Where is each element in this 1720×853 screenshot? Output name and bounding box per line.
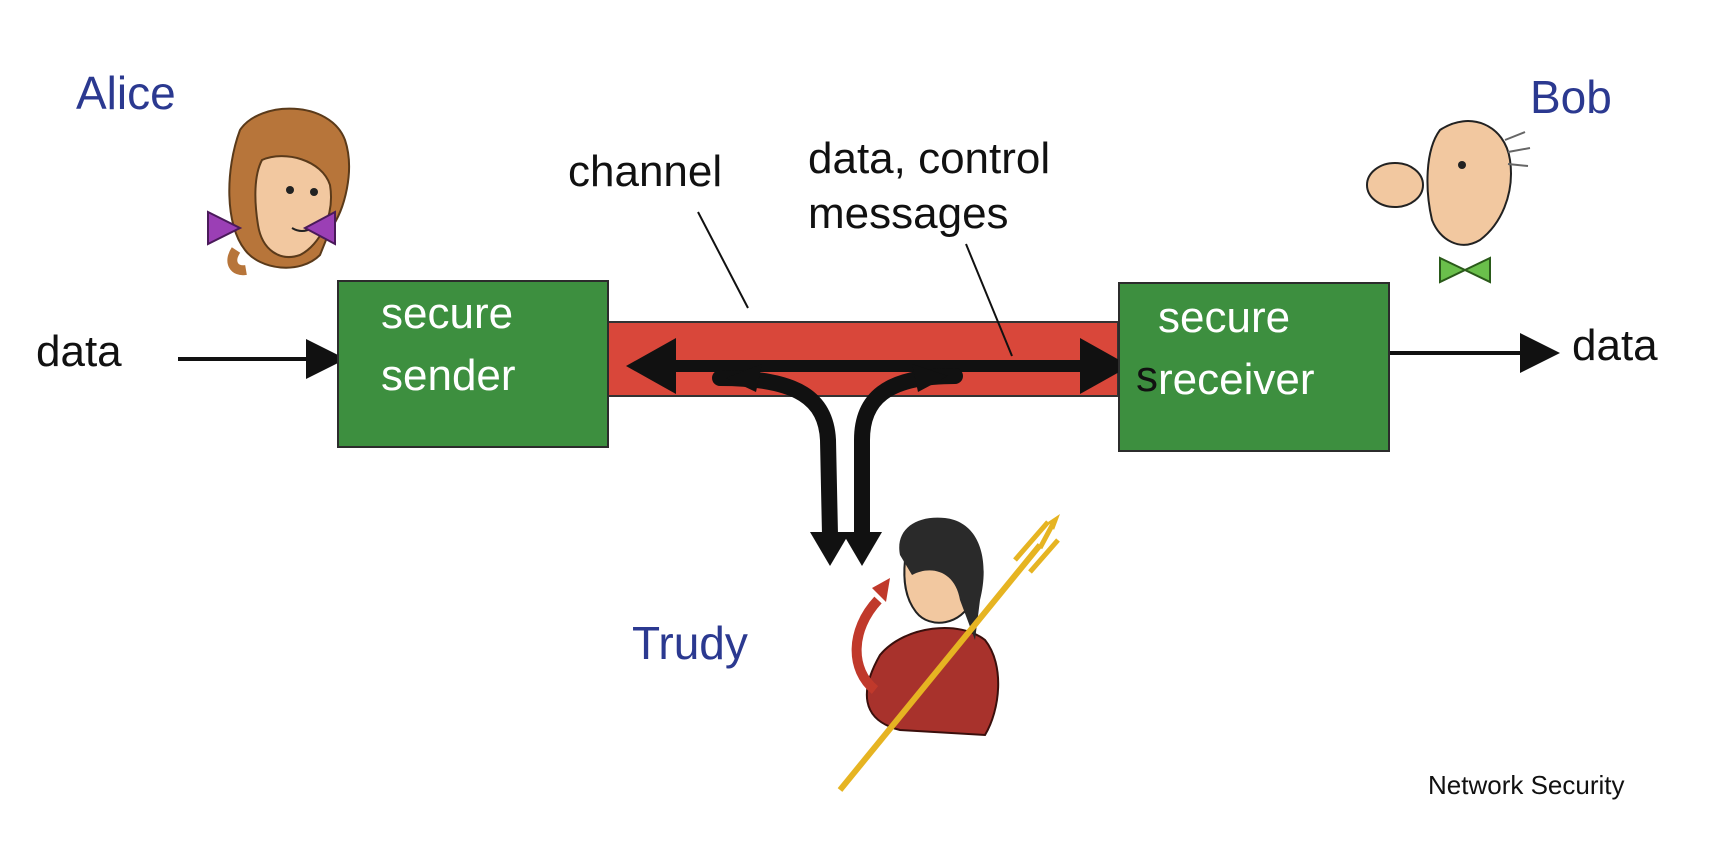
data-in-label: data bbox=[36, 327, 122, 376]
messages-label-line1: data, control bbox=[808, 134, 1051, 183]
secure-sender-label-line1: secure bbox=[381, 289, 514, 338]
stray-character: s bbox=[1136, 352, 1158, 401]
trudy-label: Trudy bbox=[632, 617, 748, 669]
secure-receiver-label-line2: receiver bbox=[1158, 355, 1315, 404]
secure-receiver-label-line1: secure bbox=[1158, 293, 1291, 342]
bob-illustration bbox=[1366, 120, 1531, 284]
trudy-arrowhead-left bbox=[810, 532, 850, 566]
trudy-arrowhead-right bbox=[842, 532, 882, 566]
secure-sender-label-line2: sender bbox=[381, 351, 516, 400]
messages-label-line2: messages bbox=[808, 189, 1009, 238]
bob-label: Bob bbox=[1530, 71, 1612, 123]
secure-receiver-box: secure receiver bbox=[1118, 282, 1390, 452]
alice-illustration bbox=[207, 107, 351, 276]
eavesdrop-arrows bbox=[712, 364, 963, 543]
channel-label: channel bbox=[568, 147, 723, 196]
channel-leader-line bbox=[697, 211, 749, 309]
channel-bar bbox=[605, 321, 1119, 397]
footer-title: Network Security bbox=[1428, 770, 1625, 800]
alice-label: Alice bbox=[76, 67, 176, 119]
data-out-label: data bbox=[1572, 321, 1658, 370]
messages-leader-line bbox=[965, 243, 1013, 357]
trudy-illustration bbox=[837, 514, 1060, 792]
secure-sender-box: secure sender bbox=[337, 280, 609, 448]
